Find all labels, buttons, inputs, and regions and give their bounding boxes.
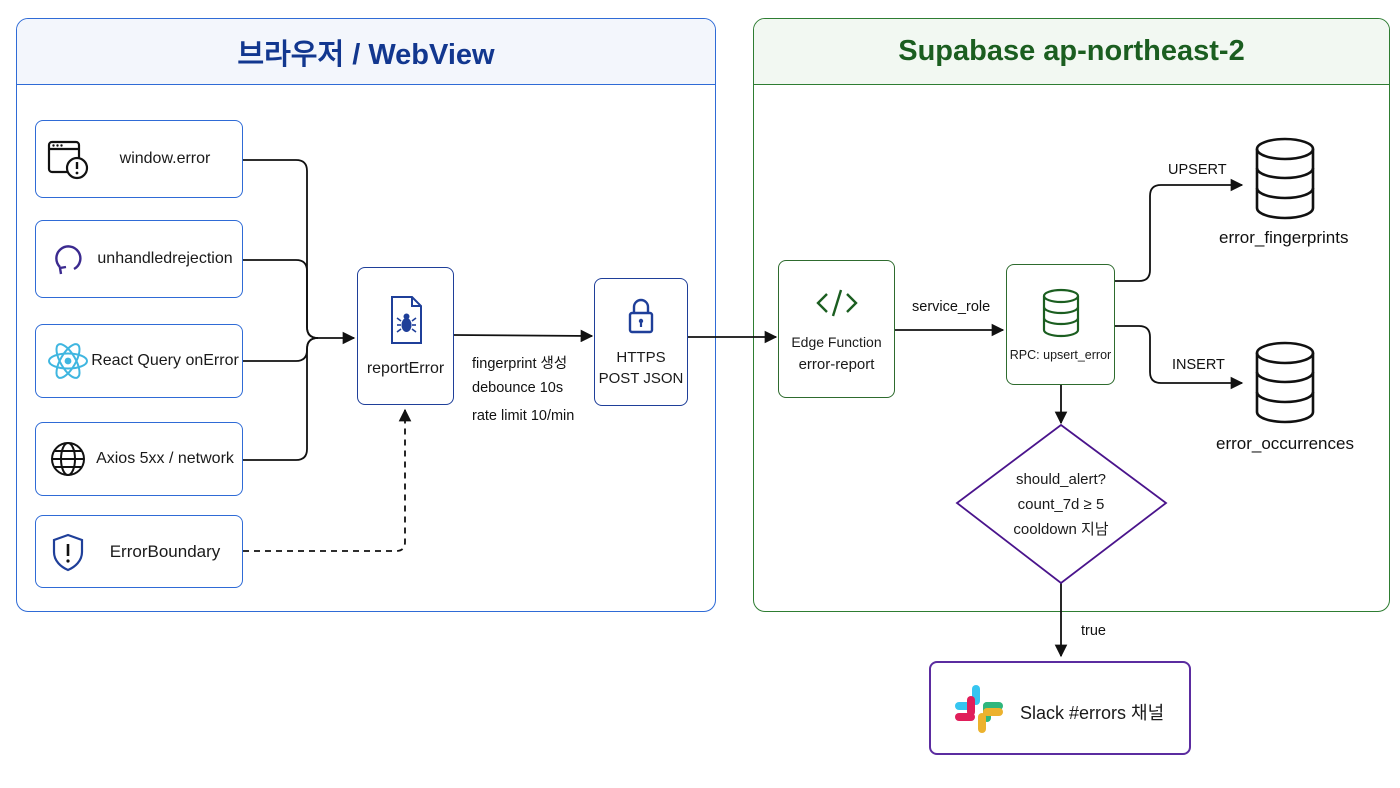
report-error-node: reportError	[357, 267, 454, 405]
source-react-query: React Query onError	[35, 324, 243, 398]
supabase-panel-title: Supabase ap-northeast-2	[754, 19, 1389, 85]
lock-icon	[628, 298, 654, 334]
decision-question: should_alert?	[1015, 470, 1107, 488]
source-label: unhandledrejection	[97, 250, 233, 267]
edge-rpc-insert	[1115, 325, 1244, 390]
decision-count-condition: count_7d ≥ 5	[1017, 495, 1105, 513]
slack-label: Slack #errors 채널	[1020, 703, 1165, 723]
upsert-label: UPSERT	[1168, 162, 1227, 178]
source-label: Axios 5xx / network	[96, 450, 234, 467]
browser-panel: 브라우저 / WebView	[16, 18, 716, 612]
service-role-label: service_role	[912, 299, 991, 315]
decision-diamond	[955, 423, 1168, 585]
bug-file-icon	[390, 296, 422, 344]
browser-panel-title: 브라우저 / WebView	[17, 19, 715, 85]
database-icon	[1255, 341, 1315, 424]
rpc-node: RPC: upsert_error	[1006, 264, 1115, 385]
database-icon	[1042, 288, 1079, 337]
database-icon	[1255, 137, 1315, 220]
edge-function-name: error-report	[798, 355, 875, 373]
browser-window-alert-icon	[47, 140, 89, 180]
note-fingerprint: fingerprint 생성	[472, 356, 568, 372]
insert-label: INSERT	[1172, 357, 1225, 373]
source-window-error: window.error	[35, 120, 243, 198]
source-axios: Axios 5xx / network	[35, 422, 243, 496]
post-json-label: POST JSON	[598, 370, 684, 387]
rpc-label: RPC: upsert_error	[1009, 347, 1112, 362]
edge-function-node: Edge Function error-report	[778, 260, 895, 398]
edge-unhandledrejection	[243, 259, 319, 339]
source-errorboundary: ErrorBoundary	[35, 515, 243, 588]
report-error-label: reportError	[366, 360, 445, 377]
decision-cooldown-condition: cooldown 지남	[1013, 520, 1109, 538]
https-label: HTTPS	[616, 349, 666, 366]
source-unhandledrejection: unhandledrejection	[35, 220, 243, 298]
https-node: HTTPS POST JSON	[594, 278, 688, 406]
note-debounce: debounce 10s	[472, 380, 564, 396]
slack-icon	[955, 685, 1003, 733]
code-icon	[815, 289, 858, 316]
source-label: React Query onError	[91, 352, 239, 369]
edge-function-title: Edge Function	[791, 333, 882, 350]
react-atom-icon	[48, 343, 88, 379]
edge-axios	[243, 337, 319, 461]
edge-errorboundary-dashed	[243, 408, 412, 552]
rejection-loop-icon	[55, 245, 82, 275]
globe-icon	[51, 442, 85, 476]
source-label: ErrorBoundary	[109, 541, 221, 561]
decision-node: should_alert? count_7d ≥ 5 cooldown 지남	[990, 466, 1132, 542]
true-label: true	[1081, 623, 1106, 639]
supabase-panel: Supabase ap-northeast-2	[753, 18, 1390, 612]
shield-alert-icon	[52, 533, 84, 571]
edge-report-to-https	[453, 329, 594, 343]
source-label: window.error	[119, 150, 211, 167]
note-rate-limit: rate limit 10/min	[472, 408, 575, 424]
table-error-occurrences: error_occurrences	[1216, 434, 1354, 453]
edge-rpc-upsert	[1115, 178, 1244, 282]
table-error-fingerprints: error_fingerprints	[1219, 228, 1349, 247]
slack-node: Slack #errors 채널	[929, 661, 1191, 755]
